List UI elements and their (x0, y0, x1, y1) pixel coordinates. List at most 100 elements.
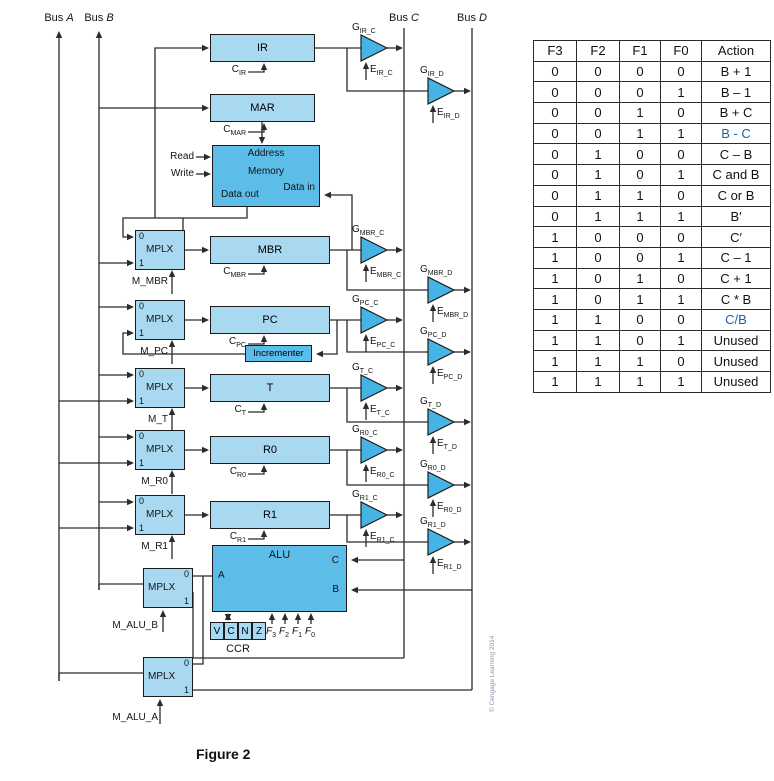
clock-label-ir-base: C (231, 64, 239, 75)
table-cell: 0 (576, 122, 620, 145)
table-cell: B + 1 (701, 60, 771, 83)
e-label-t-d-sub: T_D (443, 443, 457, 451)
g-label-ir-c: GIR_C (352, 22, 376, 35)
table-header-1: F2 (576, 40, 620, 62)
tristate-buffer-g-r1-d (427, 528, 456, 556)
arrowhead (260, 63, 268, 70)
g-label-r0-c-base: G (352, 424, 360, 435)
arrowhead (127, 397, 134, 405)
g-label-r1-c: GR1_C (352, 489, 378, 502)
mux-pc-input-1: 1 (139, 328, 145, 338)
arrowhead (464, 348, 471, 356)
table-cell: C and B (701, 164, 771, 186)
arrowhead (464, 286, 471, 294)
g-label-mbr-d-base: G (420, 264, 428, 275)
table-cell: 1 (576, 164, 620, 186)
arrowhead (260, 465, 268, 472)
table-cell: 1 (533, 371, 577, 393)
wire (192, 592, 404, 659)
g-label-r1-d-base: G (420, 516, 428, 527)
clock-label-pc: CPC (186, 336, 246, 349)
table-cell: 0 (660, 308, 702, 331)
table-cell: C/B (701, 308, 771, 331)
bus-b-label-letter: B (106, 12, 114, 24)
e-label-t-c: ET_C (370, 404, 390, 417)
flag-label-f0-sub: 0 (311, 631, 316, 639)
clock-label-pc-sub: PC (236, 341, 246, 349)
arrowhead (396, 246, 403, 254)
arrowhead (127, 498, 134, 506)
table-cell: Unused (701, 350, 771, 372)
wire (346, 250, 428, 291)
arrowhead (429, 105, 437, 112)
arrowhead (260, 265, 268, 272)
ccr-cell-2: N (238, 622, 252, 640)
tristate-buffer-g-mbr-c (360, 236, 389, 264)
e-label-ir-d: EIR_D (437, 107, 460, 120)
tristate-buffer-g-t-d (427, 408, 456, 436)
arrowhead (127, 459, 134, 467)
e-label-pc-c: EPC_C (370, 336, 395, 349)
wire (346, 388, 428, 423)
arrowhead (224, 614, 232, 621)
mux-select-label-r1: M_R1 (141, 541, 168, 552)
e-label-t-c-sub: T_C (376, 409, 390, 417)
e-label-r0-c-sub: R0_C (376, 471, 395, 479)
arrowhead (258, 137, 266, 144)
table-cell: 0 (533, 122, 577, 145)
incrementer-box: Incrementer (245, 345, 312, 362)
ccr-cell-label-0: V (213, 625, 221, 637)
bus-d-label-prefix: Bus (457, 12, 480, 24)
e-label-t-d-base: E (437, 438, 444, 449)
e-label-pc-c-base: E (370, 336, 377, 347)
table-cell: 1 (533, 350, 577, 372)
g-label-ir-c-sub: IR_C (359, 27, 376, 35)
ccr-cell-3: Z (252, 622, 266, 640)
g-label-ir-d: GIR_D (420, 65, 444, 78)
table-cell: 0 (576, 267, 620, 290)
e-label-mbr-c-sub: MBR_C (376, 271, 402, 279)
flag-label-f2: F2 (279, 626, 289, 639)
arrowhead (202, 316, 209, 324)
arrowhead (168, 340, 176, 347)
table-header-3: F0 (660, 40, 702, 62)
clock-label-mar-base: C (223, 124, 231, 135)
e-label-pc-d-sub: PC_D (443, 373, 463, 381)
table-cell: 1 (660, 246, 702, 269)
e-label-ir-d-base: E (437, 107, 444, 118)
e-label-mbr-d-sub: MBR_D (443, 311, 469, 319)
tristate-buffer-g-pc-c (360, 306, 389, 334)
mux-alu-a-input-0: 0 (183, 658, 189, 668)
table-cell: 1 (660, 288, 702, 310)
table-cell: 1 (533, 288, 577, 310)
table-cell: 0 (660, 267, 702, 290)
g-label-mbr-c: GMBR_C (352, 224, 384, 237)
g-label-pc-d-base: G (420, 326, 428, 337)
g-label-t-d-base: G (420, 396, 428, 407)
arrowhead (294, 613, 302, 620)
table-cell: 0 (576, 246, 620, 269)
e-label-r1-c-base: E (370, 531, 377, 542)
table-cell: 0 (576, 288, 620, 310)
clock-label-r1-sub: R1 (237, 536, 246, 544)
arrowhead (324, 191, 331, 199)
flag-label-f1-sub: 1 (298, 631, 303, 639)
g-label-t-d: GT_D (420, 396, 441, 409)
table-cell: 1 (660, 205, 702, 228)
arrowhead (260, 530, 268, 537)
table-cell: 0 (533, 102, 577, 124)
alu-port-a-label: A (218, 570, 225, 581)
arrowhead (260, 335, 268, 342)
clock-label-t-sub: T (241, 409, 246, 417)
g-label-r0-d-sub: R0_D (427, 464, 446, 472)
e-label-mbr-d-base: E (437, 306, 444, 317)
table-cell: 0 (619, 60, 661, 83)
arrowhead (429, 556, 437, 563)
table-cell: Unused (701, 329, 771, 352)
arrowhead (396, 511, 403, 519)
